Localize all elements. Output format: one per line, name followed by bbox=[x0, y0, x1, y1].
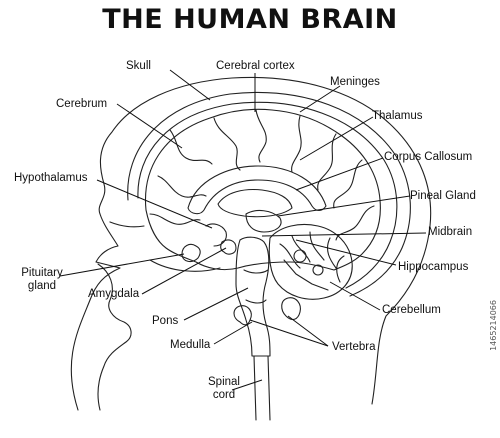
skull-outline bbox=[127, 91, 411, 297]
label-cerebral-cortex: Cerebral cortex bbox=[216, 60, 295, 72]
spinal-cord bbox=[253, 355, 271, 421]
label-pons: Pons bbox=[152, 315, 179, 327]
label-skull: Skull bbox=[126, 60, 151, 72]
thalamus bbox=[245, 209, 282, 233]
leader-midbrain bbox=[261, 232, 427, 237]
cerebellum bbox=[268, 223, 353, 300]
pituitary bbox=[181, 243, 201, 263]
label-hippocampus: Hippocampus bbox=[398, 261, 469, 273]
vertebra-lower bbox=[233, 305, 252, 326]
chin-line bbox=[97, 263, 132, 411]
ventricle bbox=[217, 188, 293, 218]
corpus-callosum bbox=[187, 165, 327, 215]
leader-cerebellum bbox=[329, 281, 381, 311]
label-thalamus: Thalamus bbox=[372, 110, 423, 122]
leader-cerebrum bbox=[116, 103, 183, 149]
leader-thalamus bbox=[299, 116, 374, 161]
label-pineal-gland: Pineal Gland bbox=[410, 190, 476, 202]
leader-spinal-cord bbox=[231, 379, 263, 391]
label-pituitary-line1: Pituitary bbox=[21, 267, 63, 279]
leader-pituitary bbox=[59, 253, 185, 277]
leader-skull bbox=[169, 69, 211, 101]
label-vertebra: Vertebra bbox=[332, 341, 376, 353]
label-cerebellum: Cerebellum bbox=[382, 304, 441, 316]
label-medulla: Medulla bbox=[170, 339, 211, 351]
label-pituitary-line2: gland bbox=[27, 280, 57, 292]
label-spinal-line2: cord bbox=[212, 389, 236, 401]
label-hypothalamus: Hypothalamus bbox=[14, 172, 88, 184]
leader-pineal-gland bbox=[277, 195, 411, 217]
label-amygdala: Amygdala bbox=[88, 288, 140, 300]
vertebra-upper bbox=[281, 297, 301, 321]
leader-vertebra-2 bbox=[249, 319, 329, 347]
leader-meninges bbox=[299, 85, 341, 113]
label-cerebrum: Cerebrum bbox=[56, 98, 108, 110]
leader-corpus-callosum bbox=[295, 157, 384, 191]
amygdala bbox=[220, 239, 237, 255]
leader-hypothalamus bbox=[96, 179, 213, 229]
label-midbrain: Midbrain bbox=[428, 226, 473, 238]
label-meninges: Meninges bbox=[330, 76, 380, 88]
label-pituitary-gland: Pituitary gland bbox=[20, 267, 64, 293]
label-corpus-callosum: Corpus Callosum bbox=[384, 151, 473, 163]
leader-amygdala bbox=[141, 247, 227, 295]
leader-pons bbox=[183, 287, 249, 321]
cerebrum-outline bbox=[144, 108, 381, 271]
label-spinal-cord: Spinal cord bbox=[204, 376, 244, 402]
leader-vertebra-1 bbox=[287, 315, 329, 347]
head-outline bbox=[70, 76, 432, 411]
leader-medulla bbox=[213, 321, 253, 345]
brainstem-outline bbox=[235, 236, 271, 357]
leader-hippocampus bbox=[295, 239, 397, 266]
label-spinal-line1: Spinal bbox=[208, 376, 240, 388]
diagram-title: THE HUMAN BRAIN bbox=[102, 4, 398, 35]
stock-id: 1465214066 bbox=[489, 300, 498, 351]
eye-line bbox=[109, 221, 145, 228]
meninges-outline bbox=[137, 101, 398, 289]
